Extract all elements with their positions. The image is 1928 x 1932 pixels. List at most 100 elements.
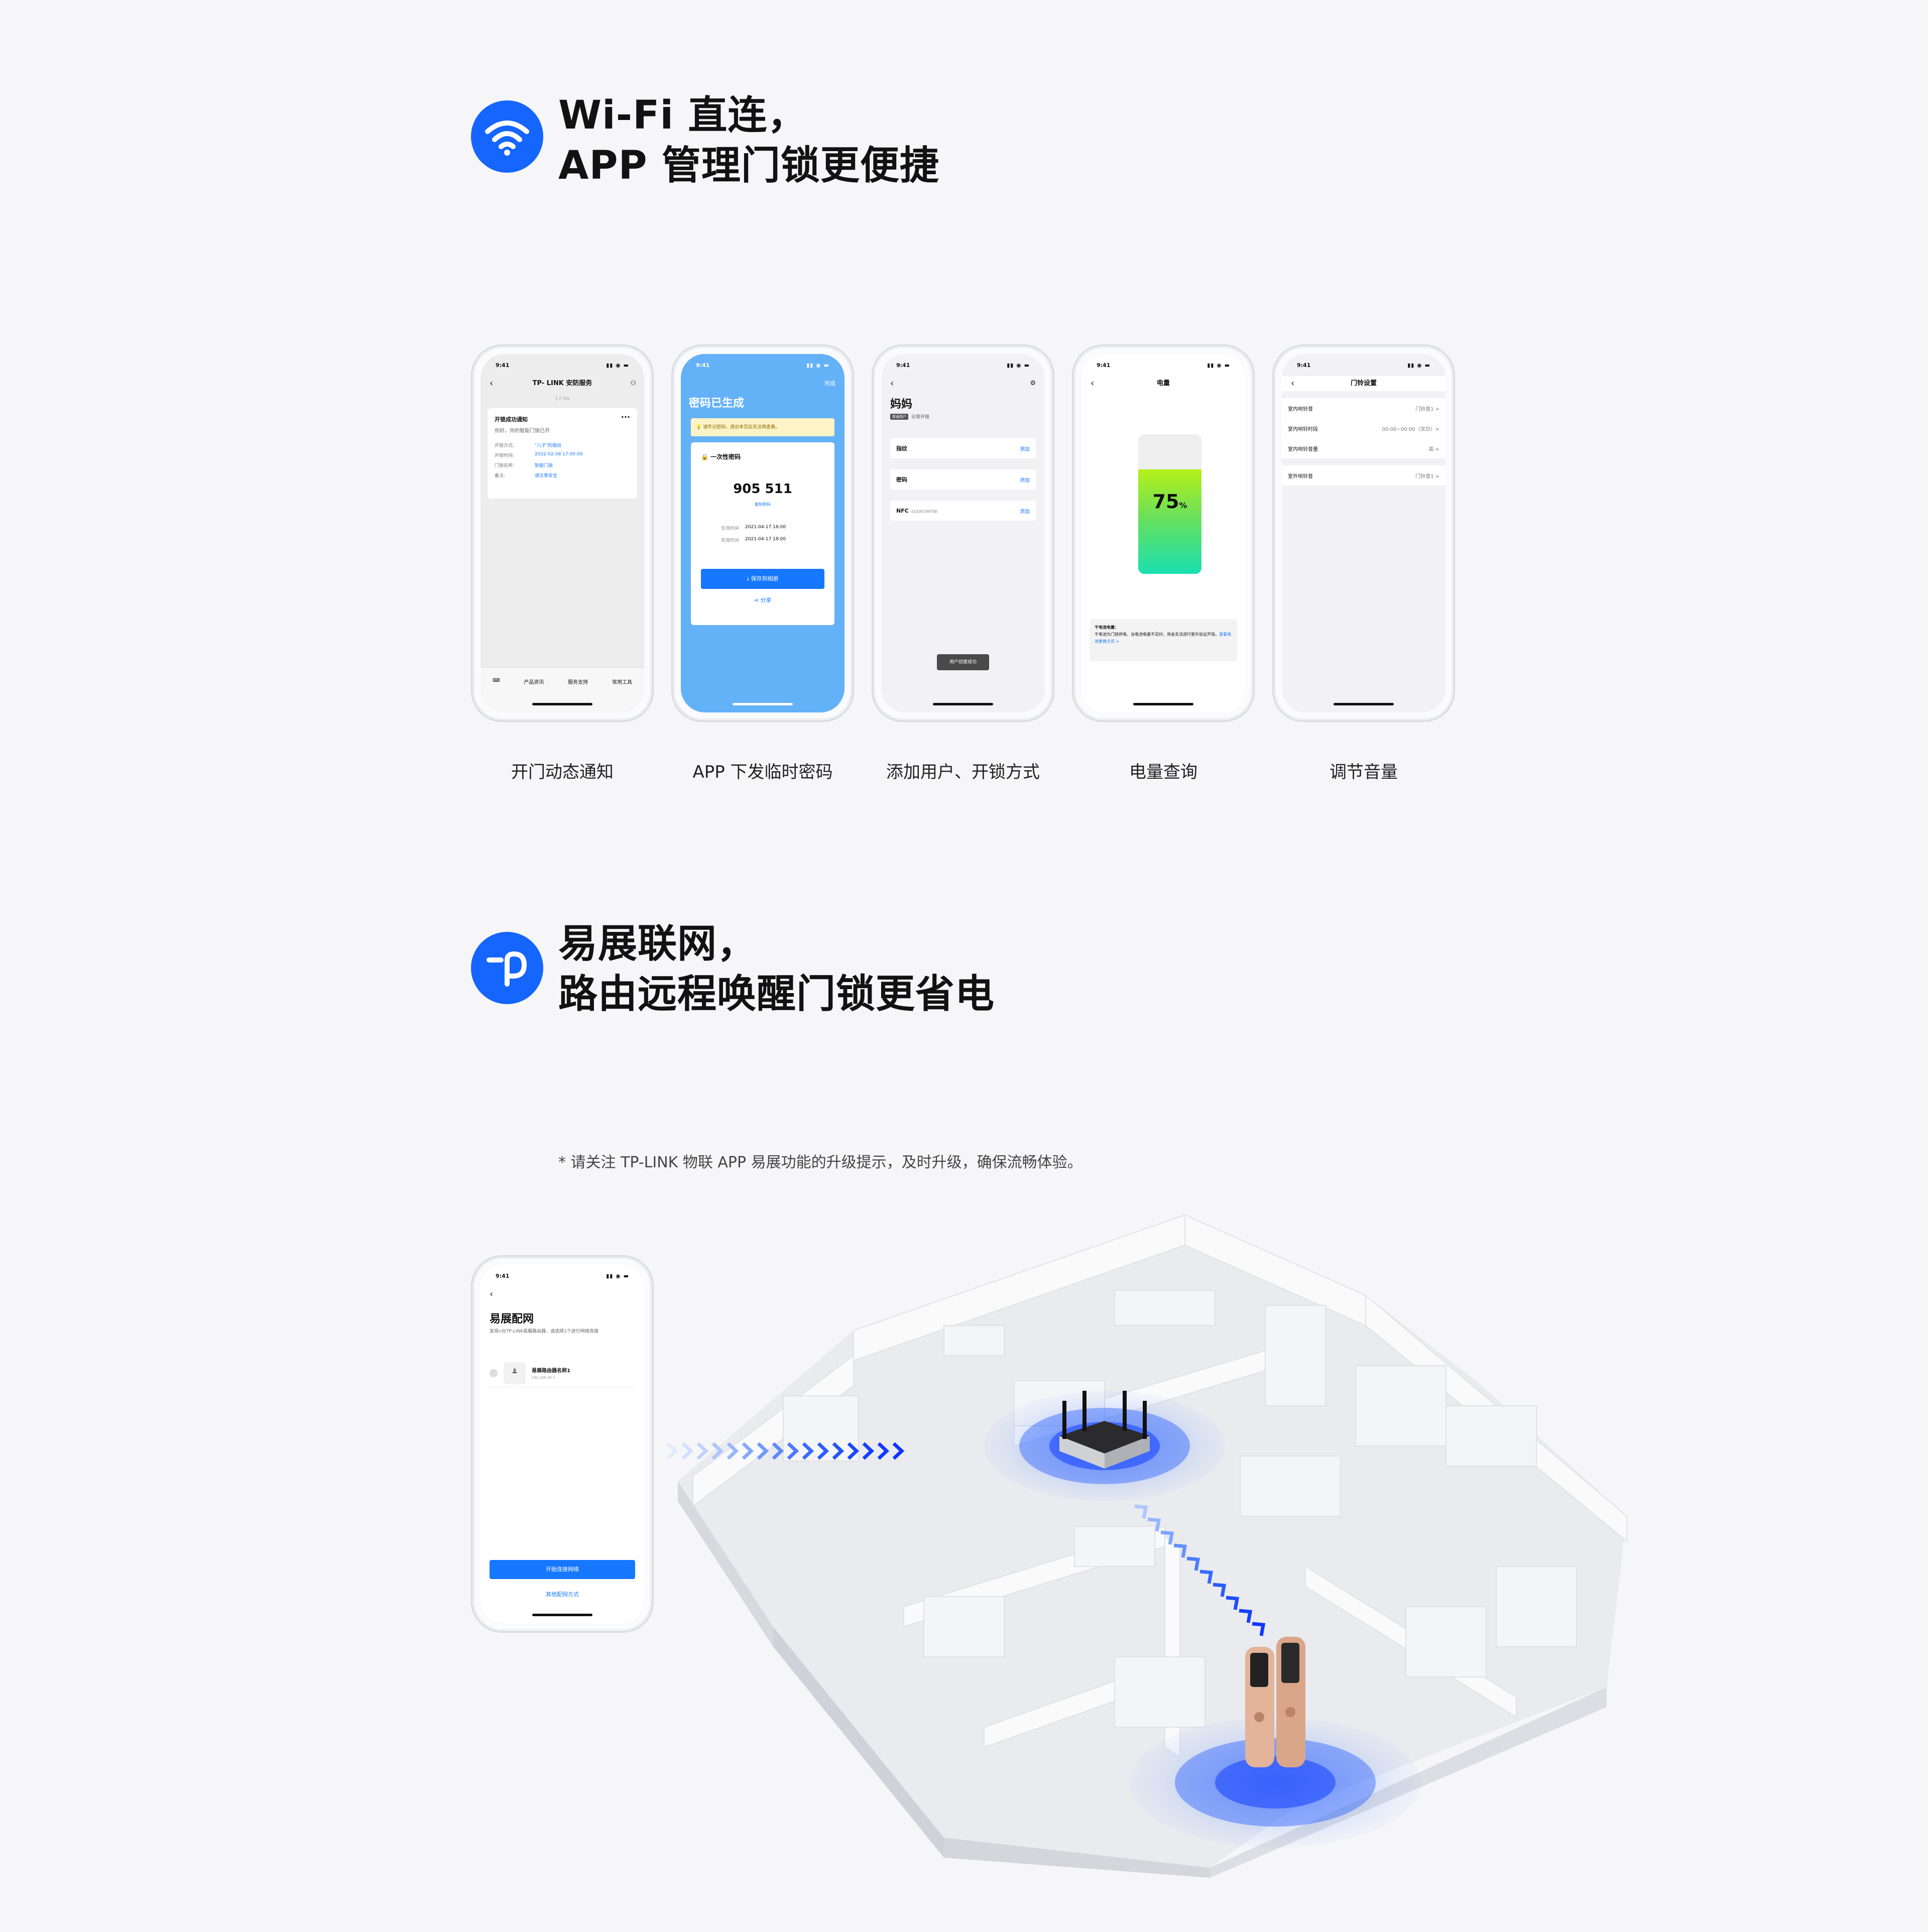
p2-share-button[interactable]: ⋖ 分享 [691,596,834,604]
p5-setting-row[interactable]: 室外响铃音 门铃音1 > [1282,465,1445,486]
p3-add-link[interactable]: 添加 [1020,477,1030,484]
p1-card-title: 开锁成功通知 [495,416,528,423]
p5-setting-row[interactable]: 室内响铃音门铃音1 > [1282,398,1445,418]
p1-row-value: 2022-02-08 17:00:00 [535,452,583,457]
back-icon[interactable]: ‹ [1091,378,1095,389]
battery-unit: % [1179,501,1187,510]
wifi-icon [471,100,543,173]
p1-card[interactable]: 开锁成功通知 ··· 你好，你的智能门锁已开 开锁方式:"儿子"的指纹 开锁时间… [488,408,637,499]
p1-row-value: 智能门锁 [535,463,553,468]
back-icon[interactable]: ‹ [890,378,894,389]
p2-row-key: 生效时间 [721,526,740,531]
p4-info: 干电池电量： 干电池为门锁供电，当电池电量不足时，将会无法进行室外验证开锁。查看… [1090,619,1237,661]
status-time: 9:41 [1297,361,1311,369]
p1-time: 17:00 [555,396,570,402]
p1-row-key: 门锁名称: [495,463,515,468]
caption-notification: 开门动态通知 [511,762,614,782]
back-icon[interactable]: ‹ [490,1289,494,1299]
status-time: 9:41 [896,361,910,369]
user-icon[interactable]: ⚇ [630,380,636,387]
p2-row-value: 2021-04-17 18:00 [745,537,786,542]
keyboard-icon[interactable]: ⌨ [492,678,500,683]
home-indicator [733,703,793,705]
section2-title: 易展联网， 路由远程唤醒门锁更省电 [558,919,995,1019]
signal-arrows-horizontal [666,1442,905,1460]
p1-menu-item[interactable]: 服务支持 [568,680,588,685]
p4-info-title: 干电池电量： [1095,625,1119,630]
p2-row-key: 失效时间 [721,538,740,543]
p3-add-link[interactable]: 添加 [1020,509,1030,515]
p1-row-value: 请注意安全 [535,473,558,478]
p3-name: 妈妈 [890,398,913,411]
phone-easymesh: 9:41▮▮ ◉ ▬ ‹ 易展配网 发现n台TP-LINK易展路由器，请选择1个… [471,1255,654,1633]
p3-tag: 普通用户 [890,413,908,420]
p2-share-label: 分享 [760,597,772,603]
p1-card-sub: 你好，你的智能门锁已开 [495,428,550,434]
p3-item-fingerprint[interactable]: 指纹 添加 [890,438,1036,458]
p5-row-value: 门铃音1 > [1415,406,1439,412]
gear-icon[interactable]: ⚙ [1030,380,1036,387]
more-icon[interactable]: ··· [621,412,630,422]
p5-row-value: 门铃音1 > [1415,473,1439,479]
p5-setting-row[interactable]: 室内响铃音量高 > [1282,438,1445,458]
p6-connect-button[interactable]: 开始连接网络 [490,1560,635,1579]
p5-row-key: 室外响铃音 [1288,473,1313,479]
phone-notification: 9:41▮▮ ◉ ▬ ‹TP- LINK 安防服务⚇ 17:00 开锁成功通知 … [471,344,654,722]
p5-row-value: 00:00~00:00（次日）> [1382,426,1439,432]
p2-save-button[interactable]: ⤓ 保存到相册 [701,569,824,589]
battery-fill [1138,469,1201,574]
radio-icon[interactable] [490,1369,498,1377]
p3-add-link[interactable]: 添加 [1020,446,1030,452]
p1-menu-bar: ⌨ 产品资讯 服务支持 常用工具 [480,667,644,712]
signal-icon: ▮▮ ◉ ▬ [606,361,629,369]
section1-title: Wi-Fi 直连， APP 管理门锁更便捷 [558,90,939,191]
p3-item-password[interactable]: 密码 添加 [890,469,1036,490]
p3-item-nfc[interactable]: NFC (仅支持日常开锁)添加 [890,501,1036,521]
p1-menu-item[interactable]: 常用工具 [612,680,633,685]
easymesh-icon [471,932,543,1004]
signal-icon: ▮▮ ◉ ▬ [806,361,829,369]
caption-doorbell: 调节音量 [1330,762,1398,782]
p2-done-button[interactable]: 完成 [824,380,835,387]
p1-row-key: 开锁时间: [495,453,515,458]
phone-temp-password: 9:41▮▮ ◉ ▬ 完成 密码已生成 💡 请牢记密码，退出本页后无法再查看。 … [671,344,854,722]
section2-note: * 请关注 TP-LINK 物联 APP 易展功能的升级提示，及时升级，确保流畅… [558,1154,1082,1171]
home-indicator [532,703,592,705]
battery-level: 75 [1152,491,1179,513]
back-icon[interactable]: ‹ [490,378,494,389]
p3-toast: 用户创建成功 [937,654,989,670]
p2-save-label: 保存到相册 [751,575,779,582]
p4-info-link[interactable]: 查看电池更换方式 > [1095,632,1231,644]
door-lock-device [1245,1637,1305,1767]
share-icon: ⋖ [754,597,761,603]
p3-item-label: 指纹 [896,445,907,452]
p3-item-label: 密码 [896,476,907,483]
p1-menu-item[interactable]: 产品资讯 [524,680,544,685]
section2-title-line1: 易展联网， [558,921,757,967]
p4-info-text: 干电池为门锁供电，当电池电量不足时，将会无法进行室外验证开锁。 [1095,632,1219,637]
p2-copy-link[interactable]: 复制密码 [755,502,771,507]
download-icon: ⤓ [747,575,751,582]
p6-device-name: 易展路由器名称1 [532,1368,570,1374]
status-time: 9:41 [1097,361,1111,369]
caption-add-user: 添加用户、开锁方式 [886,762,1040,782]
home-indicator [933,703,993,705]
floorplan-illustration [666,1215,1627,1878]
phone-battery: 9:41 ▮▮ ◉ ▬ ‹ 电量 75% 干电池电量： 干电池为门锁供电，当电池电量… [1072,344,1255,722]
p5-row-value: 高 > [1428,446,1439,452]
back-icon[interactable]: ‹ [1291,378,1295,389]
signal-icon: ▮▮ ◉ ▬ [1207,361,1230,369]
p5-group2: 室外响铃音 门铃音1 > [1282,465,1445,486]
p6-other-method-link[interactable]: 其他配网方式 [546,1591,579,1598]
router-device [1059,1391,1150,1469]
section2-title-line2: 路由远程唤醒门锁更省电 [558,972,995,1017]
section1-title-line2: APP 管理门锁更便捷 [558,143,939,188]
signal-icon: ▮▮ ◉ ▬ [606,1272,629,1279]
p4-title: 电量 [1156,380,1170,387]
p3-item-sub: (仅支持日常开锁) [910,509,938,514]
p6-device-row[interactable]: ╨ 易展路由器名称1 192.168.30.1 [490,1359,635,1387]
